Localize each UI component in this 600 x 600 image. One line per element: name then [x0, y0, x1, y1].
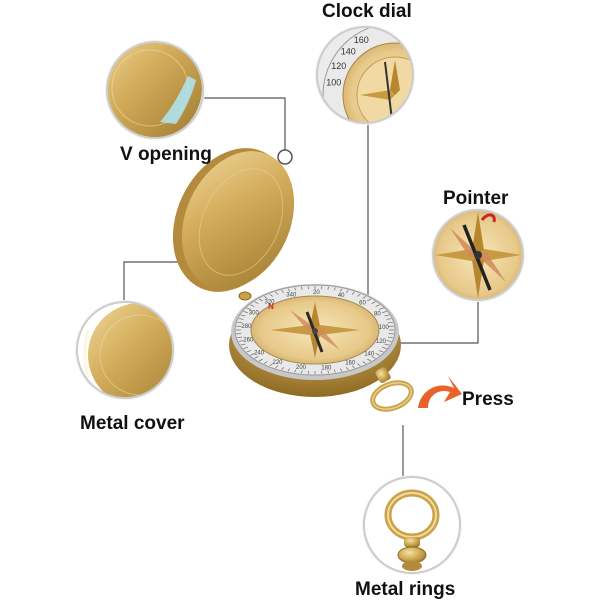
dial-number: 40: [338, 293, 345, 299]
dial-number: 180: [321, 366, 332, 372]
label-metal-rings: Metal rings: [355, 579, 456, 600]
zoom-pointer: [431, 208, 525, 302]
zoom-dial-number: 100: [326, 77, 341, 87]
label-press: Press: [462, 389, 514, 410]
compass-lid: [172, 148, 295, 292]
dial-number: 240: [254, 350, 265, 356]
v-opening-marker: [277, 149, 293, 165]
dial-number: 260: [243, 338, 254, 344]
zoom-v-opening: [105, 40, 205, 140]
label-metal-cover: Metal cover: [80, 413, 185, 434]
zoom-metal-rings: [362, 475, 462, 575]
dial-number: 160: [345, 361, 356, 367]
compass-ring: [370, 367, 414, 412]
dial-number: 320: [264, 299, 275, 305]
zoom-dial-number: 140: [341, 46, 356, 56]
label-clock-dial: Clock dial: [322, 1, 412, 22]
dial-number: 300: [249, 310, 260, 316]
zoom-dial-number: 120: [331, 61, 346, 71]
dial-number: 80: [374, 312, 381, 318]
dial-number: 20: [313, 290, 320, 296]
callout-line-pointer: [388, 300, 479, 344]
dial-tick-marks: [236, 286, 394, 374]
dial-number: 340: [286, 292, 297, 298]
dial-number: 60: [359, 300, 366, 306]
dial-number: 280: [241, 324, 252, 330]
north-letter: N: [268, 302, 274, 311]
zoom-metal-cover: [75, 300, 175, 400]
label-v-opening: V opening: [120, 144, 212, 165]
zoom-dial-number: 160: [354, 35, 369, 45]
callout-line-v-opening: [185, 97, 286, 150]
dial-number: 120: [376, 339, 387, 345]
label-pointer: Pointer: [443, 188, 509, 209]
dial-number: 200: [296, 365, 307, 371]
press-arrow: [418, 376, 462, 408]
dial-number: 140: [364, 352, 375, 358]
dial-number: 220: [272, 360, 283, 366]
dial-number: 100: [379, 325, 390, 331]
